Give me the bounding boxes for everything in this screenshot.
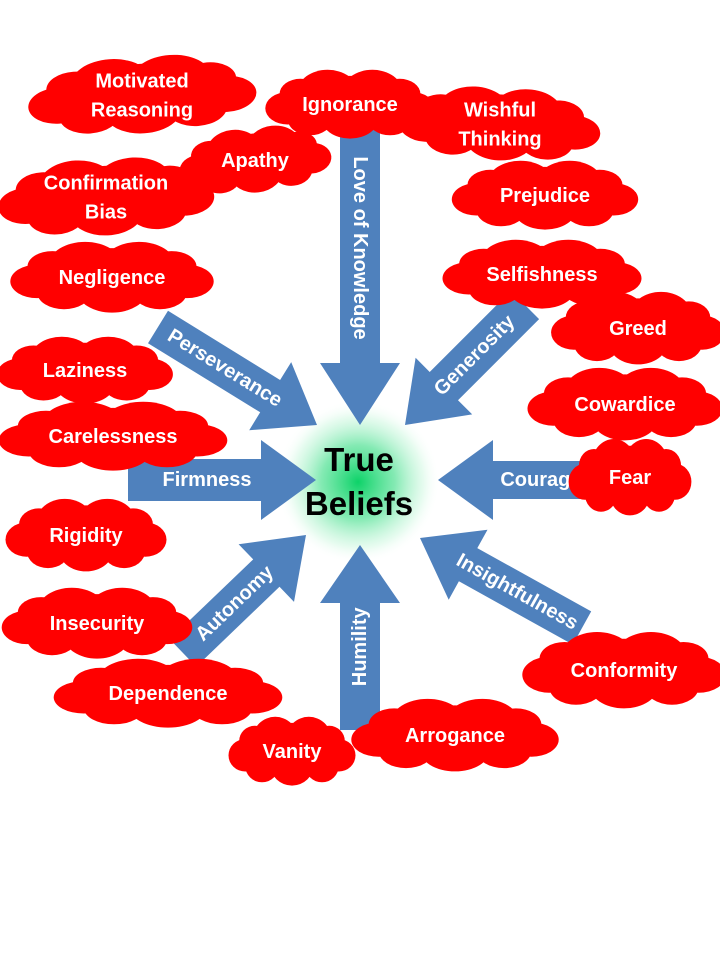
cloud-shape: [568, 439, 692, 516]
arrow-shape: [438, 440, 585, 520]
vice-cloud-carelessness: Carelessness: [0, 401, 228, 471]
virtue-arrow-courage: Courage: [438, 440, 585, 520]
vice-label-negligence: Negligence: [59, 267, 166, 289]
virtue-arrow-humility: Humility: [320, 545, 400, 730]
vice-label-selfishness: Selfishness: [486, 264, 597, 286]
vice-label-motivated-reasoning: Reasoning: [91, 100, 193, 122]
vice-label-carelessness: Carelessness: [49, 426, 178, 448]
vice-label-wishful-thinking: Thinking: [458, 129, 541, 151]
vice-cloud-vanity: Vanity: [228, 716, 356, 786]
vice-cloud-greed: Greed: [551, 291, 720, 365]
arrow-shape: [420, 529, 592, 645]
vice-label-greed: Greed: [609, 318, 667, 340]
vice-cloud-fear: Fear: [568, 439, 692, 516]
arrow-shape: [148, 310, 317, 431]
virtue-label-firmness: Firmness: [163, 469, 252, 491]
arrow-shape: [320, 545, 400, 730]
virtue-label-love-of-knowledge: Love of Knowledge: [349, 156, 371, 339]
cloud-shape: [442, 239, 642, 309]
vice-cloud-prejudice: Prejudice: [451, 160, 639, 230]
virtue-label-courage: Courage: [500, 469, 581, 491]
center-title-line: Beliefs: [305, 485, 413, 522]
vice-label-insecurity: Insecurity: [50, 613, 145, 635]
vice-cloud-cowardice: Cowardice: [527, 367, 720, 441]
vice-label-wishful-thinking: Wishful: [464, 100, 536, 122]
vice-label-apathy: Apathy: [221, 150, 290, 172]
virtue-label-insightfulness: Insightfulness: [453, 549, 582, 634]
vice-label-dependence: Dependence: [109, 683, 228, 705]
vice-label-motivated-reasoning: Motivated: [95, 71, 188, 93]
vice-label-confirmation-bias: Bias: [85, 202, 127, 224]
vice-label-arrogance: Arrogance: [405, 725, 505, 747]
vice-label-prejudice: Prejudice: [500, 185, 590, 207]
vice-label-laziness: Laziness: [43, 360, 127, 382]
cloud-shape: [179, 125, 332, 194]
arrow-shape: [169, 535, 306, 667]
cloud-shape: [1, 587, 193, 659]
vice-cloud-apathy: Apathy: [179, 125, 332, 194]
vice-cloud-laziness: Laziness: [0, 336, 173, 404]
center-title-line: True: [324, 441, 394, 478]
vice-cloud-selfishness: Selfishness: [442, 239, 642, 309]
cloud-shape: [551, 291, 720, 365]
vice-cloud-conformity: Conformity: [522, 632, 720, 709]
virtue-arrow-autonomy: Autonomy: [169, 535, 306, 667]
vice-label-fear: Fear: [609, 467, 651, 489]
vice-label-ignorance: Ignorance: [302, 94, 398, 116]
vice-cloud-negligence: Negligence: [10, 241, 214, 313]
vice-label-vanity: Vanity: [263, 741, 323, 763]
vice-label-rigidity: Rigidity: [49, 525, 123, 547]
cloud-shape: [399, 86, 601, 161]
virtue-label-humility: Humility: [349, 606, 371, 686]
arrow-shape: [405, 290, 540, 425]
vice-cloud-rigidity: Rigidity: [5, 498, 167, 572]
cloud-shape: [451, 160, 639, 230]
vice-label-cowardice: Cowardice: [574, 394, 675, 416]
cloud-shape: [28, 54, 257, 134]
virtue-label-generosity: Generosity: [430, 310, 520, 400]
cloud-shape: [0, 401, 228, 471]
cloud-shape: [0, 336, 173, 404]
vice-cloud-dependence: Dependence: [53, 658, 283, 728]
cloud-shape: [351, 698, 559, 772]
cloud-shape: [10, 241, 214, 313]
vice-label-confirmation-bias: Confirmation: [44, 173, 168, 195]
virtue-arrow-insightfulness: Insightfulness: [420, 529, 592, 645]
cloud-shape: [527, 367, 720, 441]
cloud-shape: [5, 498, 167, 572]
cloud-shape: [522, 632, 720, 709]
vice-label-conformity: Conformity: [571, 660, 679, 682]
virtue-label-autonomy: Autonomy: [191, 561, 278, 646]
cloud-shape: [228, 716, 356, 786]
center-glow: [276, 400, 440, 564]
virtue-arrow-generosity: Generosity: [405, 290, 540, 425]
vice-cloud-arrogance: Arrogance: [351, 698, 559, 772]
virtue-label-perseverance: Perseverance: [164, 325, 286, 412]
vice-cloud-insecurity: Insecurity: [1, 587, 193, 659]
cloud-shape: [53, 658, 283, 728]
virtue-arrow-love-of-knowledge: Love of Knowledge: [320, 130, 400, 425]
arrow-shape: [320, 130, 400, 425]
cloud-shape: [0, 157, 215, 236]
